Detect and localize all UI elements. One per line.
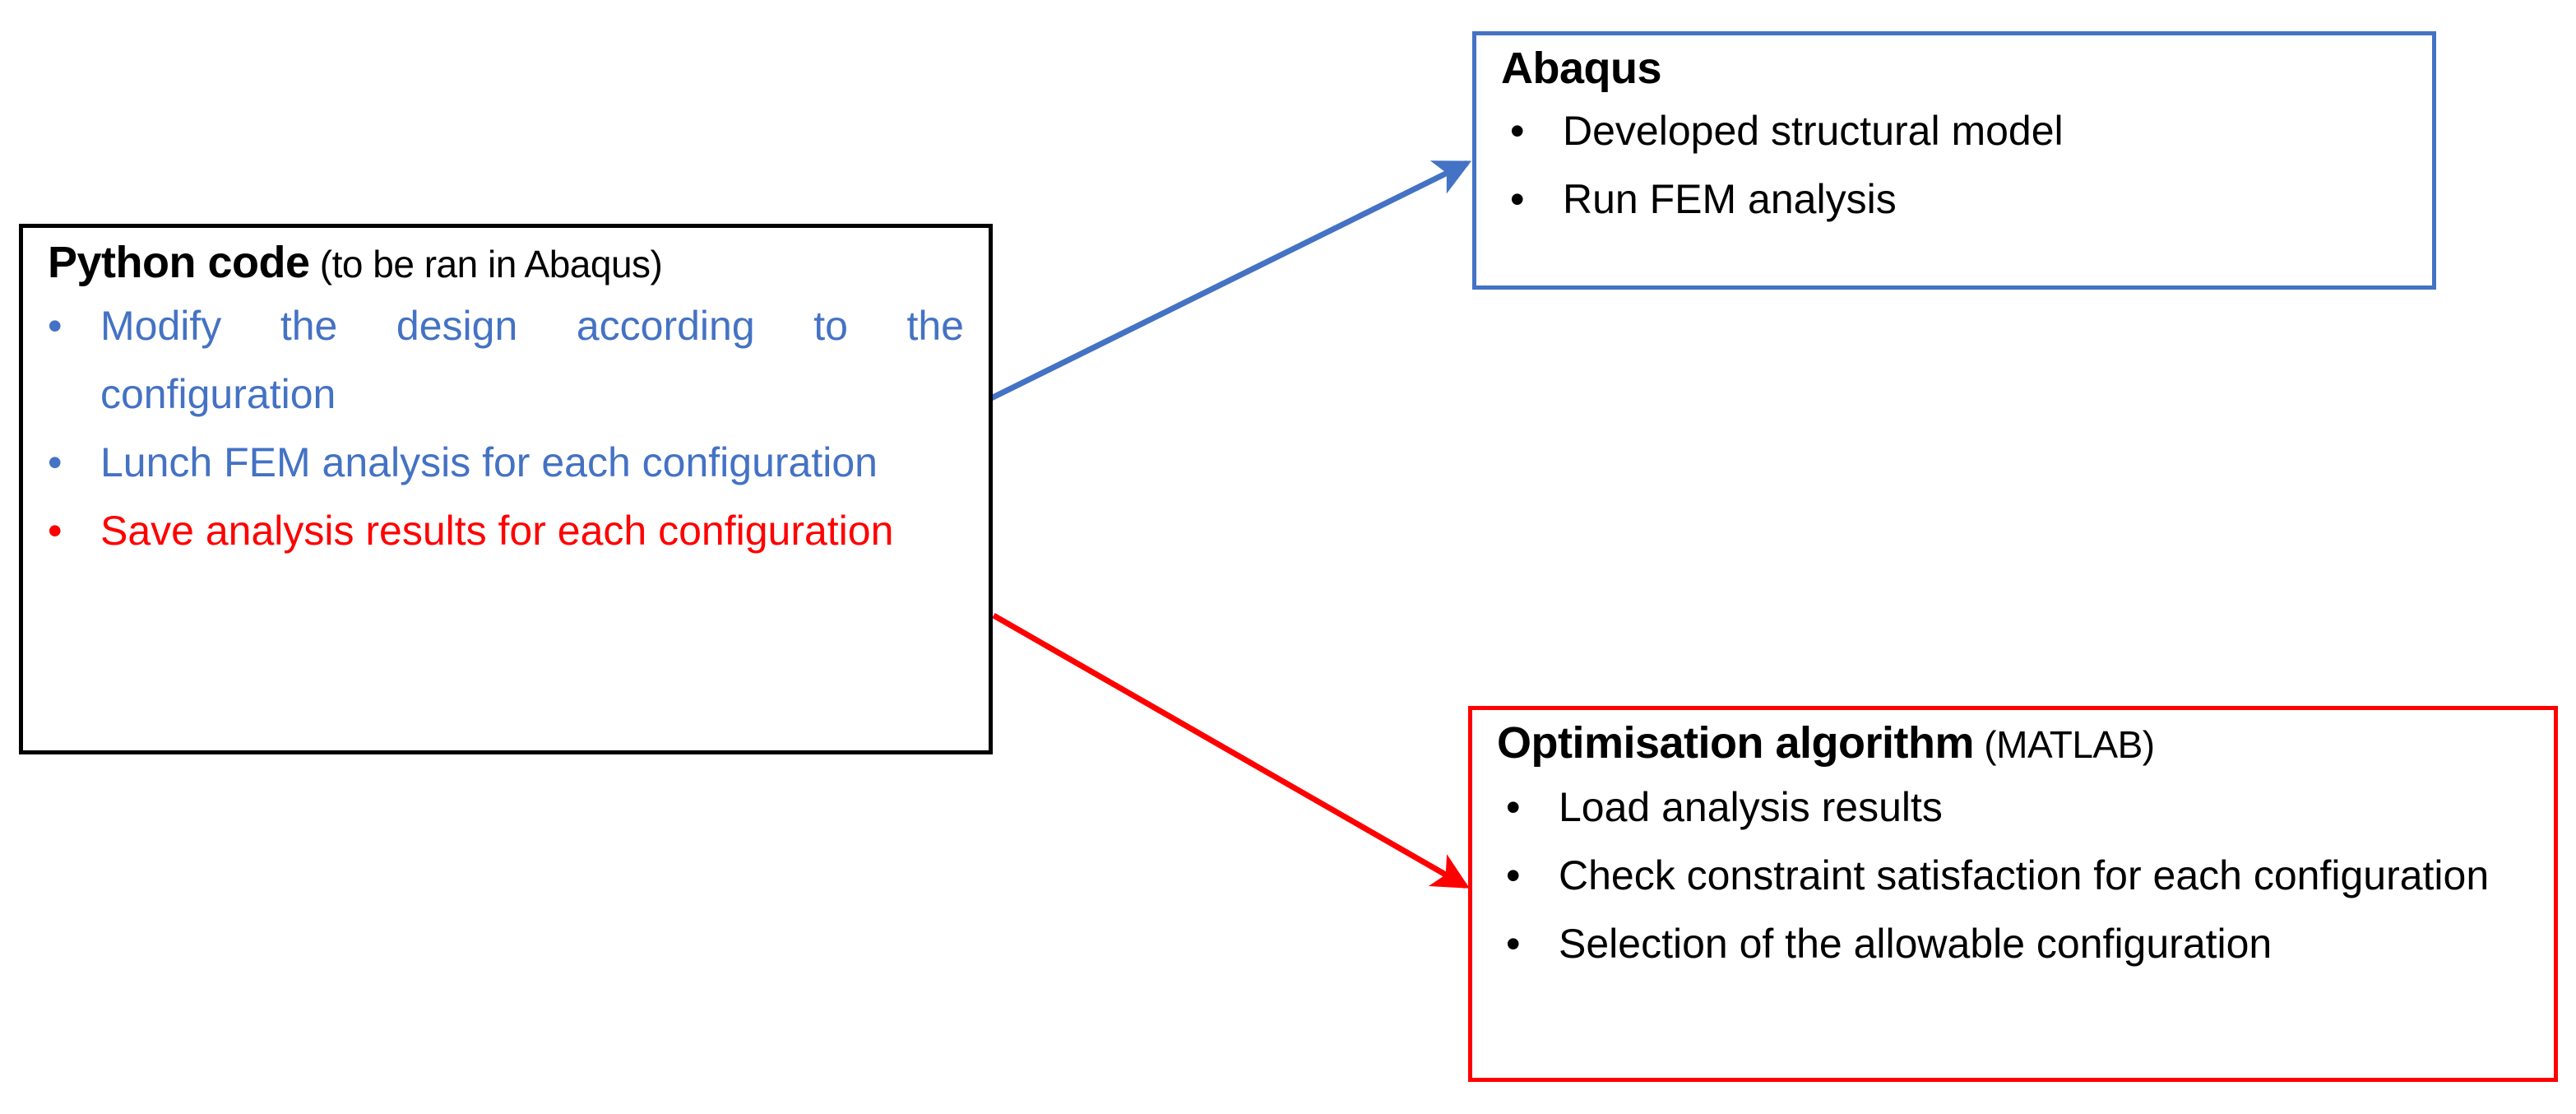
list-item-label: Selection of the allowable configuration bbox=[1559, 921, 2273, 967]
list-item-label: Modify the design according to the confi… bbox=[100, 303, 964, 417]
python-code-heading-note: (to be ran in Abaqus) bbox=[309, 243, 663, 285]
abaqus-bullet-list: • Developed structural model • Run FEM a… bbox=[1505, 97, 2402, 234]
list-item-label: Check constraint satisfaction for each c… bbox=[1559, 852, 2490, 898]
optimisation-heading-note: (MATLAB) bbox=[1974, 723, 2155, 766]
list-item-label: Lunch FEM analysis for each configuratio… bbox=[100, 439, 878, 485]
abaqus-heading-strong: Abaqus bbox=[1501, 44, 1662, 93]
list-item: • Developed structural model bbox=[1505, 97, 2402, 165]
list-item-label: Developed structural model bbox=[1563, 108, 2064, 154]
python-code-heading: Python code (to be ran in Abaqus) bbox=[48, 237, 663, 290]
abaqus-heading: Abaqus bbox=[1501, 43, 1662, 95]
optimisation-bullet-list: • Load analysis results • Check constrai… bbox=[1501, 773, 2525, 978]
bullet-icon: • bbox=[48, 508, 63, 554]
list-item: • Check constraint satisfaction for each… bbox=[1501, 842, 2525, 910]
bullet-icon: • bbox=[1506, 852, 1521, 898]
python-code-heading-strong: Python code bbox=[48, 238, 310, 287]
list-item-label: Save analysis results for each configura… bbox=[100, 508, 894, 554]
list-item-label: Load analysis results bbox=[1559, 784, 1943, 830]
arrow-python-to-abaqus bbox=[980, 160, 1472, 406]
bullet-icon: • bbox=[48, 439, 63, 485]
optimisation-heading: Optimisation algorithm (MATLAB) bbox=[1497, 717, 2155, 770]
abaqus-box bbox=[1472, 31, 2436, 290]
python-code-bullet-list: • Modify the design according to the con… bbox=[43, 292, 964, 565]
list-item: • Selection of the allowable configurati… bbox=[1501, 910, 2525, 978]
bullet-icon: • bbox=[1510, 108, 1525, 154]
bullet-icon: • bbox=[1510, 176, 1525, 222]
list-item: • Load analysis results bbox=[1501, 773, 2525, 842]
arrow-python-to-optimisation bbox=[992, 612, 1470, 889]
python-code-box bbox=[19, 224, 993, 754]
list-item: • Save analysis results for each configu… bbox=[43, 497, 964, 565]
list-item: • Modify the design according to the con… bbox=[43, 292, 964, 429]
optimisation-algorithm-box bbox=[1468, 706, 2558, 1082]
list-item: • Lunch FEM analysis for each configurat… bbox=[43, 429, 964, 497]
list-item: • Run FEM analysis bbox=[1505, 165, 2402, 234]
bullet-icon: • bbox=[48, 303, 63, 349]
optimisation-heading-strong: Optimisation algorithm bbox=[1497, 718, 1975, 768]
bullet-icon: • bbox=[1506, 784, 1521, 830]
bullet-icon: • bbox=[1506, 921, 1521, 967]
list-item-label: Run FEM analysis bbox=[1563, 176, 1897, 222]
